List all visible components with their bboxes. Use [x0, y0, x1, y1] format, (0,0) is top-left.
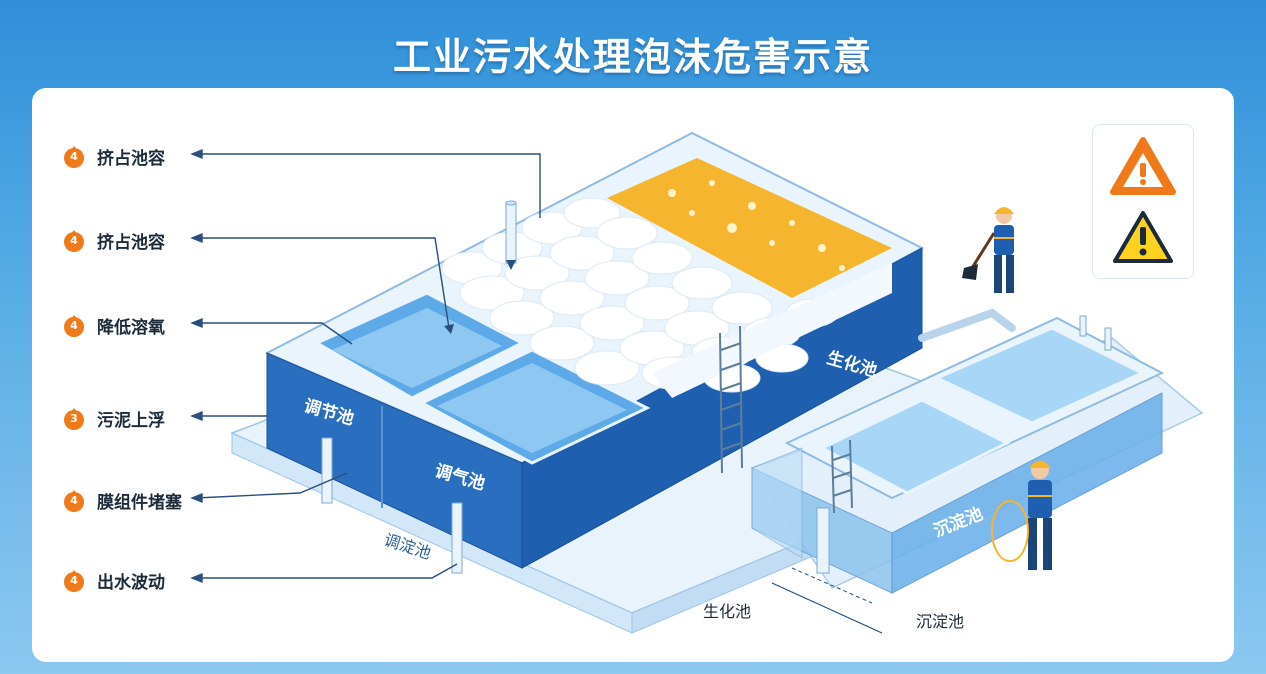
settling-ground-label: 沉淀池	[916, 612, 965, 631]
hazard-badge: 4	[63, 229, 85, 252]
page-title: 工业污水处理泡沫危害示意	[392, 35, 873, 79]
settling-tank-ladder	[831, 439, 853, 514]
front-pipes	[321, 437, 463, 574]
settling-basin-left	[818, 398, 1011, 495]
biochemical-ground-label: 生化池	[703, 602, 752, 621]
legend-label: 挤占池容	[97, 233, 165, 253]
legend-item: 4 降低溶氧	[63, 313, 165, 338]
leader-lines	[190, 148, 541, 584]
legend-item: 4 膜组件堵塞	[63, 488, 182, 513]
foam-liquid	[607, 158, 892, 298]
settling-tank-side	[891, 392, 1163, 594]
legend-label: 膜组件堵塞	[97, 493, 182, 513]
hazard-badge: 4	[63, 489, 85, 512]
warning-icons	[1110, 137, 1176, 263]
main-tank-ladder	[719, 325, 743, 474]
inlet-pipe	[505, 202, 517, 264]
warning-triangle-yellow-icon	[1113, 211, 1173, 263]
warning-triangle-orange-icon	[1110, 137, 1176, 195]
hazard-badge: 4	[63, 569, 85, 592]
hazard-badge: 3	[63, 407, 85, 430]
settling-basin-right	[933, 326, 1146, 425]
diagram-panel: 4 挤占池容 4 挤占池容 4 降低溶氧 3 污泥上浮 4 膜组件堵塞 4 出水…	[32, 88, 1234, 662]
legend-item: 4 挤占池容	[63, 144, 165, 169]
worker-with-hose-icon	[991, 460, 1052, 570]
hazard-badge: 4	[63, 314, 85, 337]
legend-item: 4 挤占池容	[63, 228, 165, 253]
legend-item: 3 污泥上浮	[63, 406, 165, 431]
plant-diagram	[190, 131, 1204, 634]
legend-label: 降低溶氧	[97, 318, 165, 338]
hazard-badge: 4	[63, 145, 85, 168]
warning-panel	[1092, 124, 1194, 279]
legend-label: 污泥上浮	[97, 411, 165, 431]
legend-label: 出水波动	[97, 573, 165, 593]
legend-label: 挤占池容	[97, 149, 165, 169]
worker-with-shovel-icon	[962, 207, 1014, 293]
legend-item: 4 出水波动	[63, 568, 165, 593]
